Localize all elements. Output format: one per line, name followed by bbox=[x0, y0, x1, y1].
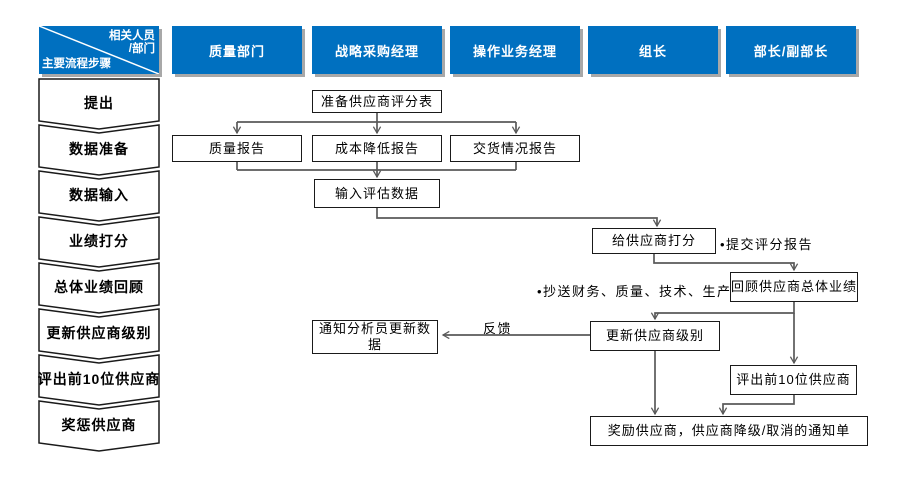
swimlane-header-director-deputy-director: 部长/副部长 bbox=[726, 26, 856, 74]
flow-node-score-suppliers: 给供应商打分 bbox=[592, 228, 716, 254]
note-feedback: 反馈 bbox=[483, 321, 513, 336]
swimlane-header-strategic-sourcing-manager: 战略采购经理 bbox=[312, 26, 442, 74]
matrix-header-steps-label: 主要流程步骤 bbox=[42, 58, 111, 70]
chevron-shape bbox=[38, 354, 160, 406]
swimlane-header-operations-manager: 操作业务经理 bbox=[450, 26, 580, 74]
note-cc-departments: •抄送财务、质量、技术、生产 bbox=[537, 284, 732, 299]
process-step-label: 奖惩供应商 bbox=[61, 417, 137, 433]
chevron-shape bbox=[38, 124, 160, 176]
process-step-propose: 提出 bbox=[38, 78, 160, 130]
process-step-label: 评出前10位供应商 bbox=[37, 371, 161, 387]
process-step-update-supplier-level: 更新供应商级别 bbox=[38, 308, 160, 360]
chevron-shape bbox=[38, 262, 160, 314]
process-step-label: 数据输入 bbox=[69, 187, 129, 203]
process-step-performance-scoring: 业绩打分 bbox=[38, 216, 160, 268]
flow-node-update-supplier-level-box: 更新供应商级别 bbox=[590, 321, 720, 351]
process-step-data-preparation: 数据准备 bbox=[38, 124, 160, 176]
flow-node-review-overall-performance: 回顾供应商总体业绩 bbox=[730, 272, 858, 302]
matrix-header-cell: 相关人员 /部门 主要流程步骤 bbox=[39, 26, 159, 74]
matrix-header-roles-label-line1: 相关人员 bbox=[109, 30, 155, 42]
diagonal-divider bbox=[39, 26, 159, 74]
swimlane-header-quality-dept: 质量部门 bbox=[172, 26, 302, 74]
flow-node-reward-downgrade-notice: 奖励供应商，供应商降级/取消的通知单 bbox=[590, 416, 868, 446]
flow-node-prepare-score-sheet: 准备供应商评分表 bbox=[312, 90, 442, 113]
chevron-shape bbox=[38, 400, 160, 452]
chevron-shape bbox=[38, 170, 160, 222]
chevron-shape bbox=[38, 78, 160, 130]
flow-node-select-top10-box: 评出前10位供应商 bbox=[730, 365, 857, 395]
note-submit-score-report: •提交评分报告 bbox=[720, 237, 814, 252]
process-step-data-input: 数据输入 bbox=[38, 170, 160, 222]
process-step-reward-punish-suppliers: 奖惩供应商 bbox=[38, 400, 160, 452]
chevron-shape bbox=[38, 308, 160, 360]
flow-node-input-evaluation-data: 输入评估数据 bbox=[314, 179, 440, 208]
flow-node-cost-reduction-report: 成本降低报告 bbox=[312, 135, 442, 162]
process-step-overall-performance-review: 总体业绩回顾 bbox=[38, 262, 160, 314]
process-step-label: 业绩打分 bbox=[69, 233, 129, 249]
chevron-shape bbox=[38, 216, 160, 268]
process-step-label: 数据准备 bbox=[69, 141, 129, 157]
flow-node-delivery-report: 交货情况报告 bbox=[450, 135, 580, 162]
flow-node-notify-analyst-update-data: 通知分析员更新数据 bbox=[312, 320, 438, 354]
process-step-label: 总体业绩回顾 bbox=[54, 279, 144, 295]
matrix-header-roles-label-line2: /部门 bbox=[128, 43, 155, 55]
swimlane-header-team-leader: 组长 bbox=[588, 26, 718, 74]
process-step-label: 更新供应商级别 bbox=[46, 325, 152, 341]
process-step-label: 提出 bbox=[84, 95, 114, 111]
process-step-select-top10-suppliers: 评出前10位供应商 bbox=[38, 354, 160, 406]
flow-node-quality-report: 质量报告 bbox=[172, 135, 302, 162]
